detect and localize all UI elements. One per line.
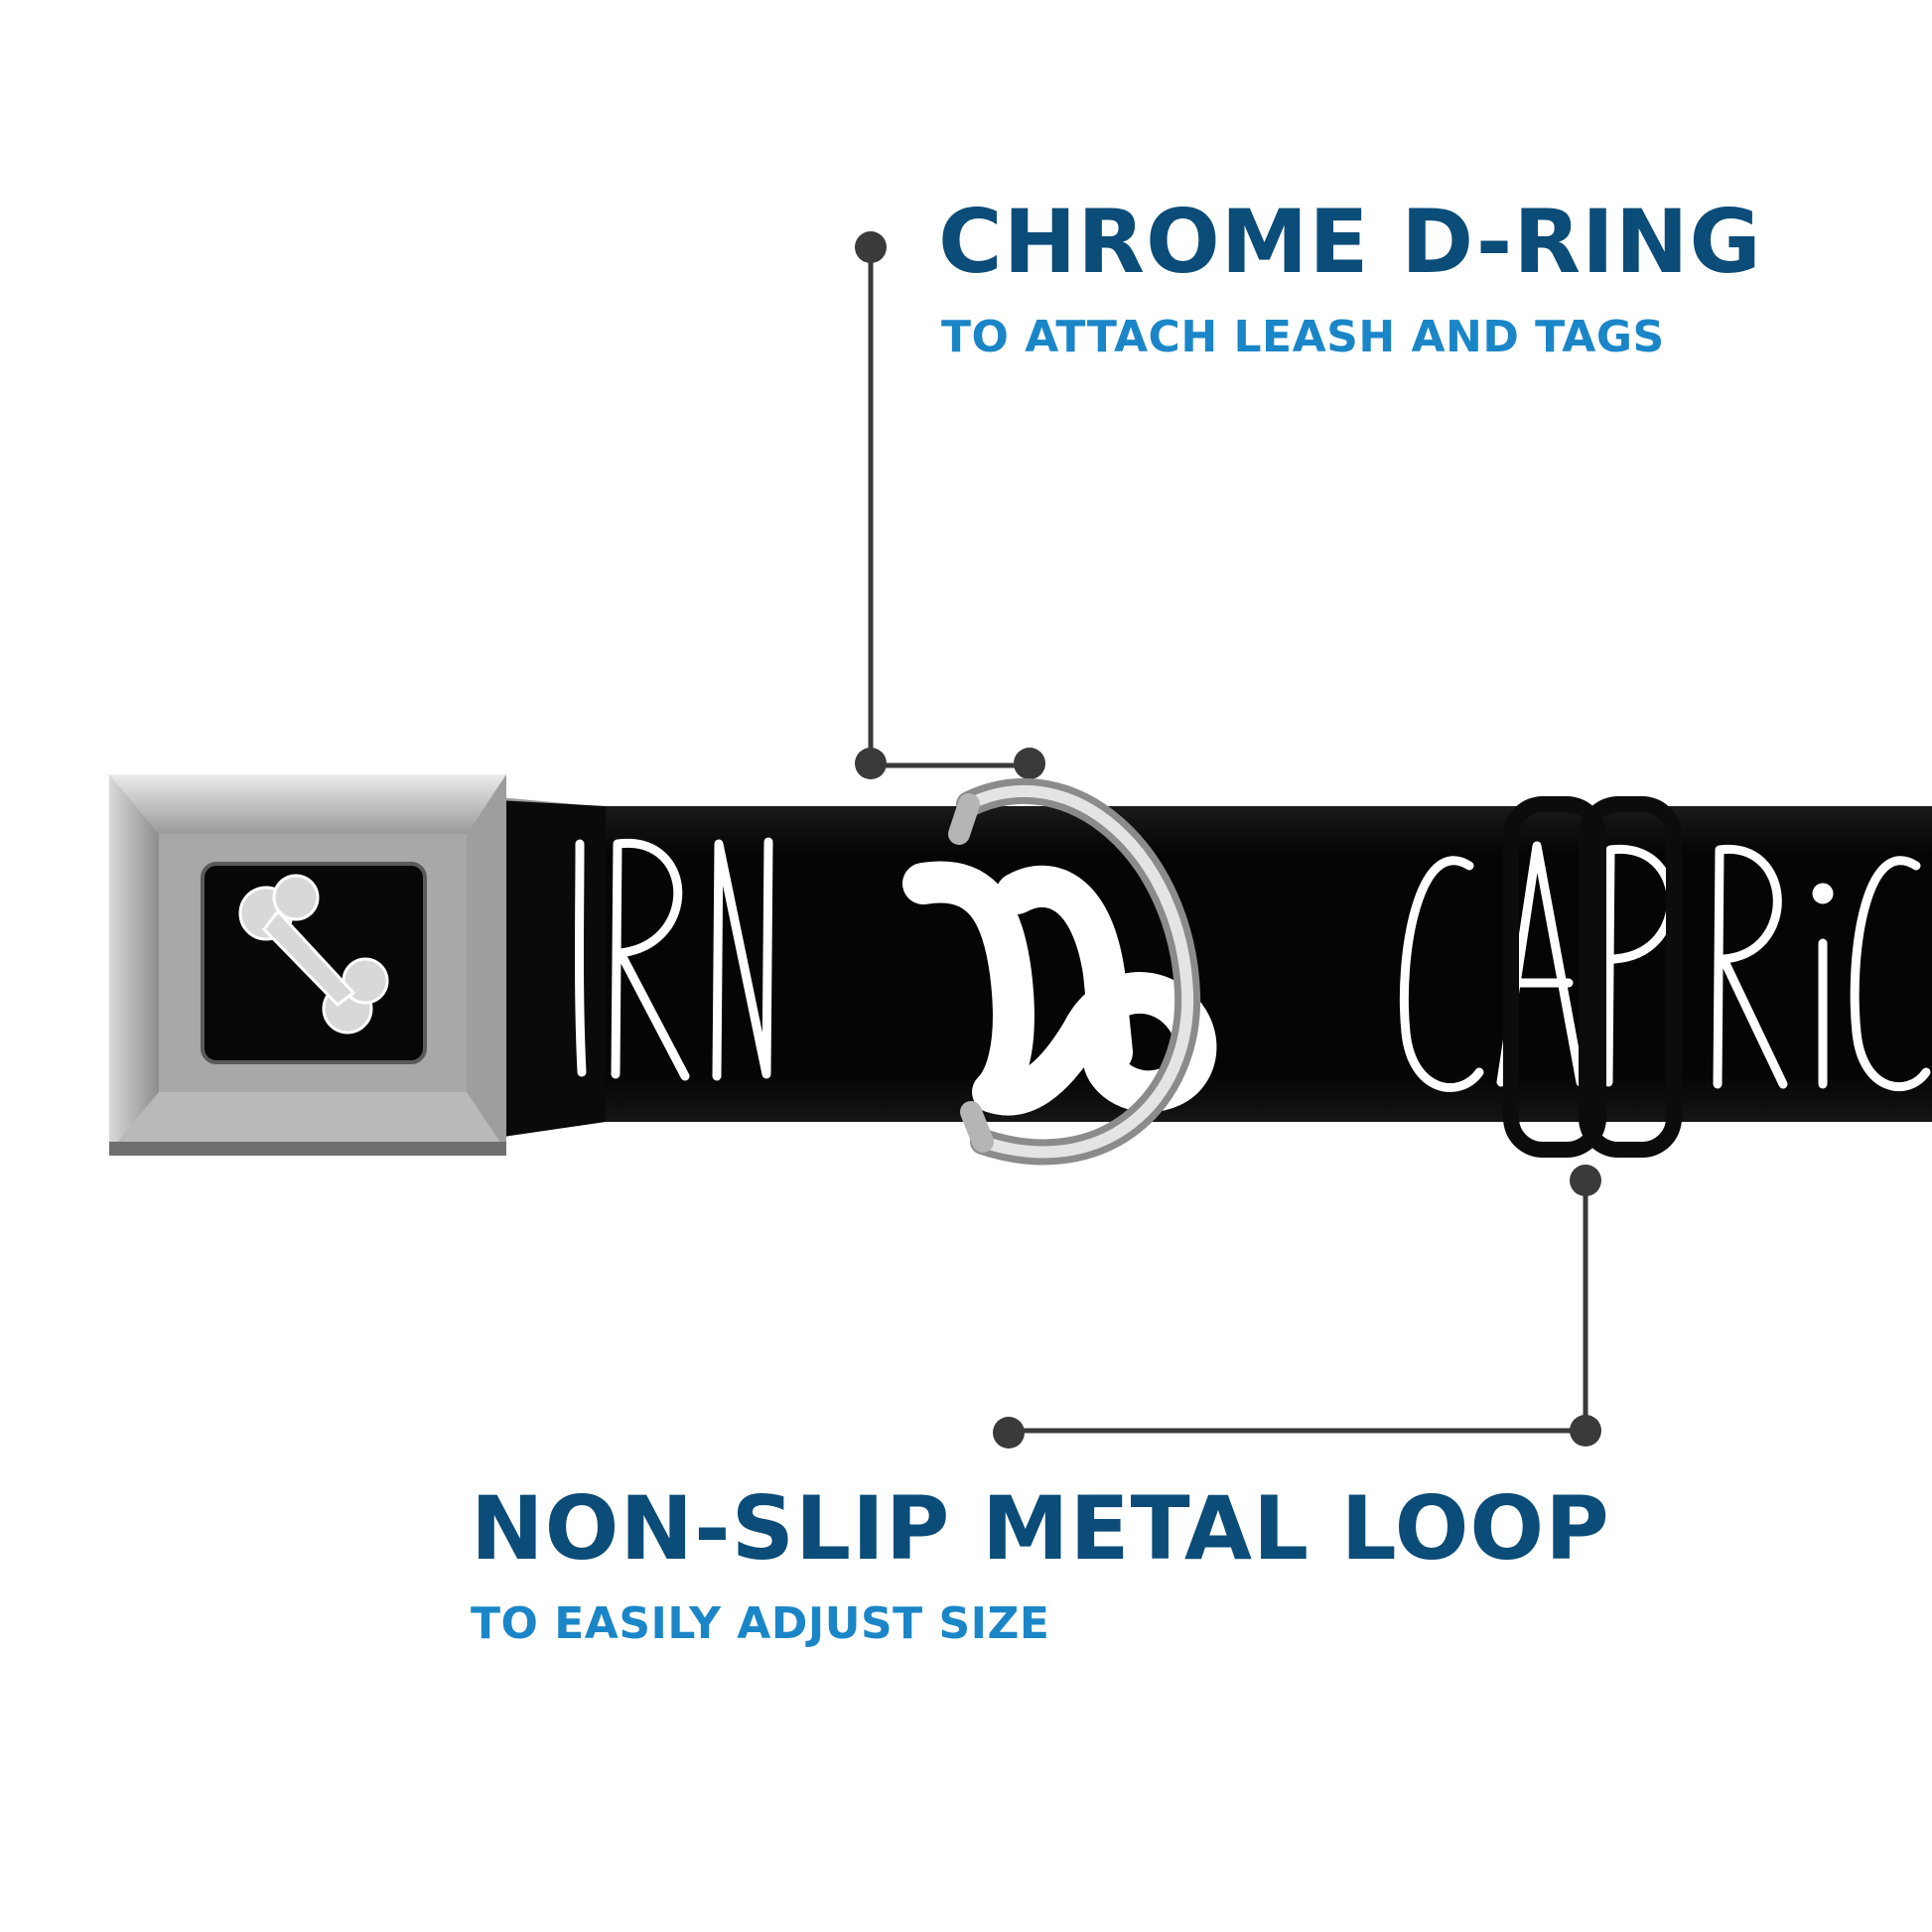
d-ring-dot-corner [855,748,887,779]
loop-callout-line [1009,1173,1588,1434]
loop-title: NON-SLIP METAL LOOP [471,1477,1610,1580]
callout-dots [855,231,1601,1449]
seatbelt-buckle [109,774,506,1156]
bone-logo-icon [238,874,389,1035]
d-ring-dot-end [1014,748,1045,779]
d-ring [948,778,1201,1166]
loop-subtitle: TO EASILY ADJUST SIZE [471,1598,1050,1649]
d-ring-title: CHROME D-RING [938,191,1762,293]
d-ring-dot-top [855,231,887,263]
d-ring-subtitle: TO ATTACH LEASH AND TAGS [941,312,1665,362]
non-slip-loop [1503,796,1682,1158]
loop-dot-top [1570,1165,1601,1196]
loop-dot-end [993,1417,1025,1449]
strap-text-left [575,837,773,1081]
loop-dot-corner [1570,1415,1601,1447]
